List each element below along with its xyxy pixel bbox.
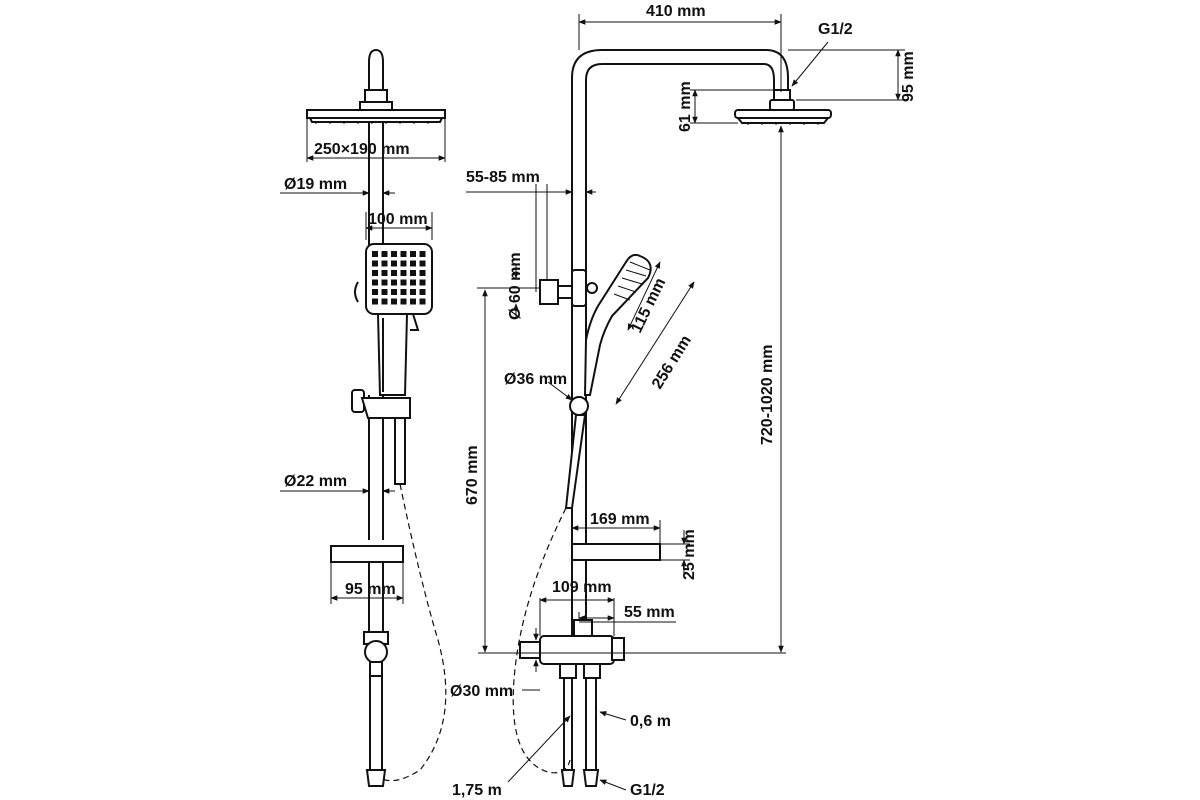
nozzle xyxy=(410,289,416,295)
nozzle xyxy=(400,298,407,305)
nozzle xyxy=(391,251,397,257)
dim-outlet-dia: Ø30 mm xyxy=(450,683,513,700)
soap-shelf-side xyxy=(571,543,661,561)
dim-rail-dia: Ø19 mm xyxy=(284,176,347,193)
nozzle xyxy=(381,298,388,305)
soap-shelf-front xyxy=(330,545,404,563)
nozzle xyxy=(381,289,388,295)
dim-valve-depth: 55 mm xyxy=(624,604,675,621)
nozzle xyxy=(372,251,378,257)
dim-handshower-width: 100 mm xyxy=(368,211,428,228)
dim-holder-offset: 55-85 mm xyxy=(466,169,540,186)
nozzle xyxy=(419,298,426,305)
nozzle xyxy=(381,251,388,257)
nozzle xyxy=(419,279,426,286)
nozzle xyxy=(419,251,426,257)
nozzle xyxy=(400,289,407,295)
nozzle xyxy=(400,270,407,276)
nozzle xyxy=(400,279,407,286)
dim-arm-reach: 410 mm xyxy=(646,3,706,20)
front-view: 250×190 mm Ø19 mm 100 mm Ø22 mm xyxy=(280,48,447,787)
dim-shelf-width: 95 mm xyxy=(345,581,396,598)
nozzle-grid xyxy=(372,251,426,305)
nozzle xyxy=(400,260,407,267)
label-hose-length: 1,75 m xyxy=(452,782,502,799)
dim-lower-rail-dia: Ø22 mm xyxy=(284,473,347,490)
nozzle xyxy=(410,270,416,276)
nozzle xyxy=(391,279,397,286)
label-thread-bottom: G1/2 xyxy=(630,782,665,799)
nozzle xyxy=(410,279,416,286)
nozzle xyxy=(419,260,426,267)
side-view: 410 mm G1/2 95 mm 61 mm 720-1020 mm 55-8… xyxy=(450,3,917,799)
nozzle xyxy=(410,260,416,267)
dim-holder-dia: Ø 60 mm xyxy=(507,252,524,320)
nozzle xyxy=(391,298,397,305)
dim-rail-to-valve: 670 mm xyxy=(464,445,481,505)
rain-head-side xyxy=(734,109,832,119)
dim-head-height: 61 mm xyxy=(677,81,694,132)
nozzle xyxy=(419,289,426,295)
nozzle xyxy=(372,279,378,286)
nozzle xyxy=(410,298,416,305)
dim-column-height: 720-1020 mm xyxy=(759,344,776,445)
dim-head-size: 250×190 mm xyxy=(314,141,410,158)
dim-valve-width: 109 mm xyxy=(552,579,612,596)
dim-shelf-height: 25 mm xyxy=(681,529,698,580)
nozzle xyxy=(372,298,378,305)
nozzle xyxy=(419,270,426,276)
nozzle xyxy=(391,260,397,267)
valve-body xyxy=(539,635,615,665)
label-pipe-length: 0,6 m xyxy=(630,713,671,730)
nozzle xyxy=(391,270,397,276)
nozzle xyxy=(381,279,388,286)
nozzle xyxy=(372,289,378,295)
nozzle xyxy=(381,260,388,267)
slider-knob xyxy=(569,396,589,416)
nozzle xyxy=(391,289,397,295)
nozzle xyxy=(372,270,378,276)
nozzle xyxy=(372,260,378,267)
label-thread-top: G1/2 xyxy=(818,21,853,38)
nozzle xyxy=(381,270,388,276)
dim-head-drop: 95 mm xyxy=(900,51,917,102)
nozzle xyxy=(410,251,416,257)
dim-slider-dia: Ø36 mm xyxy=(504,371,567,388)
nozzle xyxy=(400,251,407,257)
rain-head-front xyxy=(306,109,446,119)
dim-shelf-depth: 169 mm xyxy=(590,511,650,528)
